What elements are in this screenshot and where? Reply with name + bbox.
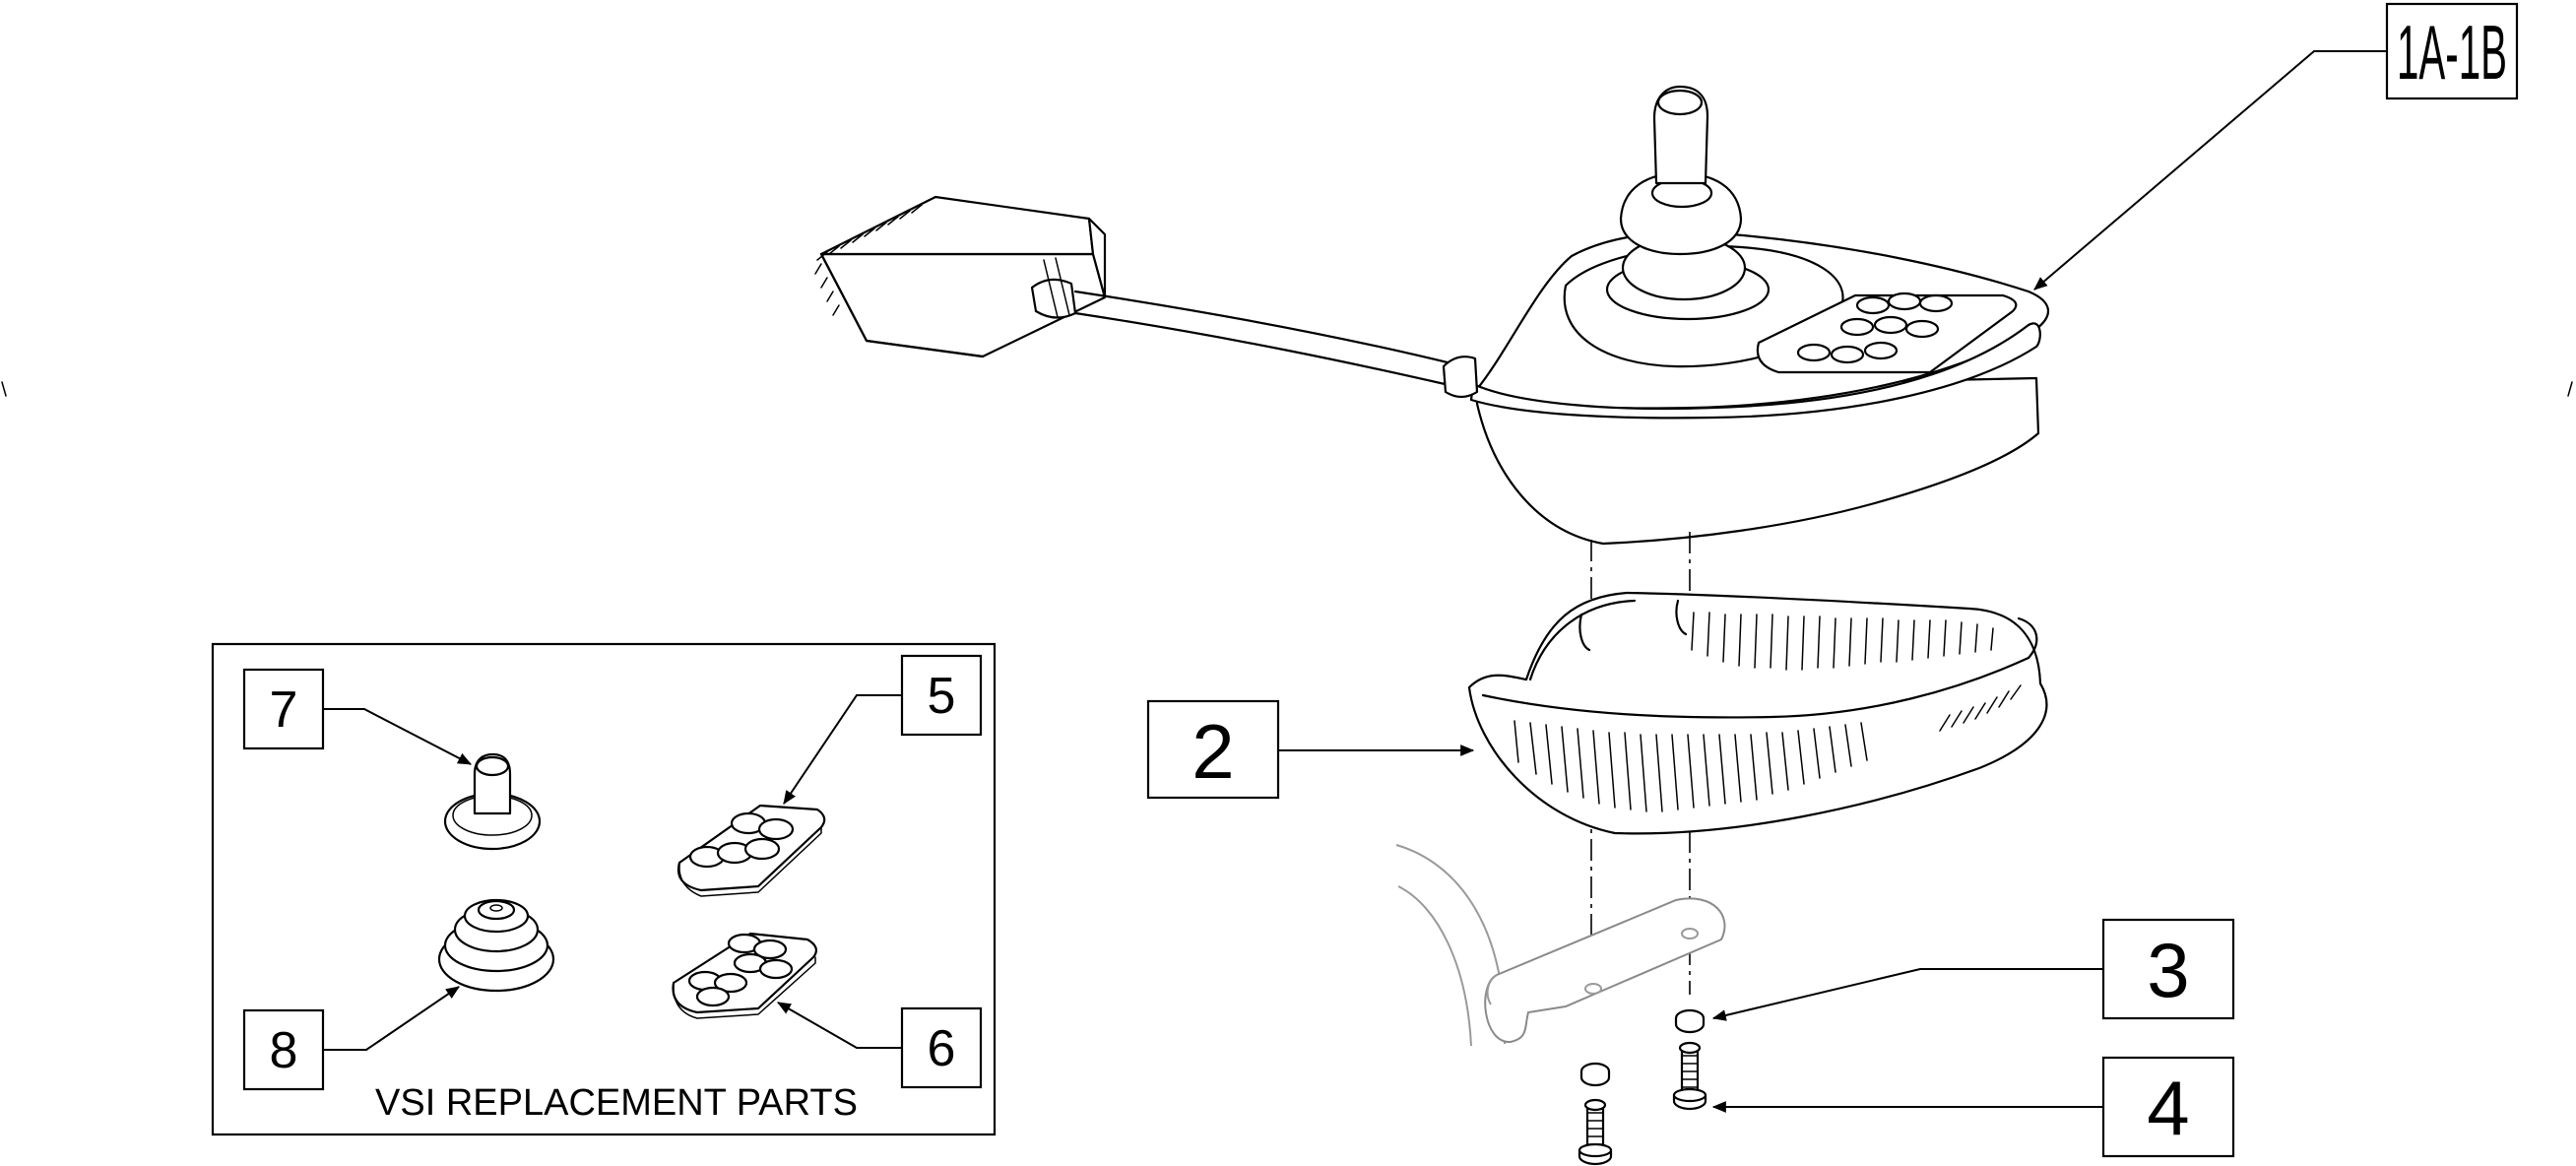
callout-label-4: 4 <box>2147 1065 2189 1151</box>
shroud-vents-front <box>1513 720 1868 812</box>
cable <box>1073 290 1457 388</box>
shroud <box>1467 591 2048 835</box>
callout-4: 4 <box>1711 1056 2235 1158</box>
callout-1a-1b: 1A-1B <box>2033 2 2519 291</box>
callout-8: 8 <box>242 986 460 1091</box>
callout-6: 6 <box>776 1002 983 1089</box>
callout-label-1a-1b: 1A-1B <box>2397 9 2507 96</box>
callout-5: 5 <box>783 654 983 805</box>
washer-front <box>1674 1008 1706 1034</box>
callout-label-3: 3 <box>2147 927 2189 1013</box>
callout-label-7: 7 <box>270 681 298 739</box>
part-boot <box>437 898 555 993</box>
part-keypad-small <box>676 804 826 897</box>
connector-plug <box>814 195 1107 358</box>
part-keypad-large <box>672 932 817 1019</box>
screw-rear <box>1578 1098 1613 1166</box>
inset-panel: 7 5 8 6 VSI REPLACEMENT PARTS <box>211 642 997 1136</box>
part-knob <box>443 752 542 851</box>
callout-3: 3 <box>1711 918 2235 1021</box>
keypad-buttons <box>1796 292 1954 364</box>
callout-label-8: 8 <box>270 1022 298 1079</box>
callout-label-5: 5 <box>928 668 956 725</box>
callout-label-6: 6 <box>928 1020 956 1077</box>
callout-7: 7 <box>242 668 473 765</box>
edge-mark-right <box>2567 381 2573 397</box>
mounting-bracket <box>1484 897 1726 1044</box>
edge-mark-left <box>1 381 7 397</box>
shroud-vents-back <box>1691 612 2022 732</box>
callout-2: 2 <box>1146 699 1475 800</box>
callout-label-2: 2 <box>1191 708 1234 795</box>
washer-rear <box>1579 1062 1611 1087</box>
screw-front <box>1672 1041 1707 1111</box>
joystick-controller <box>1442 85 2049 995</box>
inset-caption: VSI REPLACEMENT PARTS <box>375 1082 858 1124</box>
